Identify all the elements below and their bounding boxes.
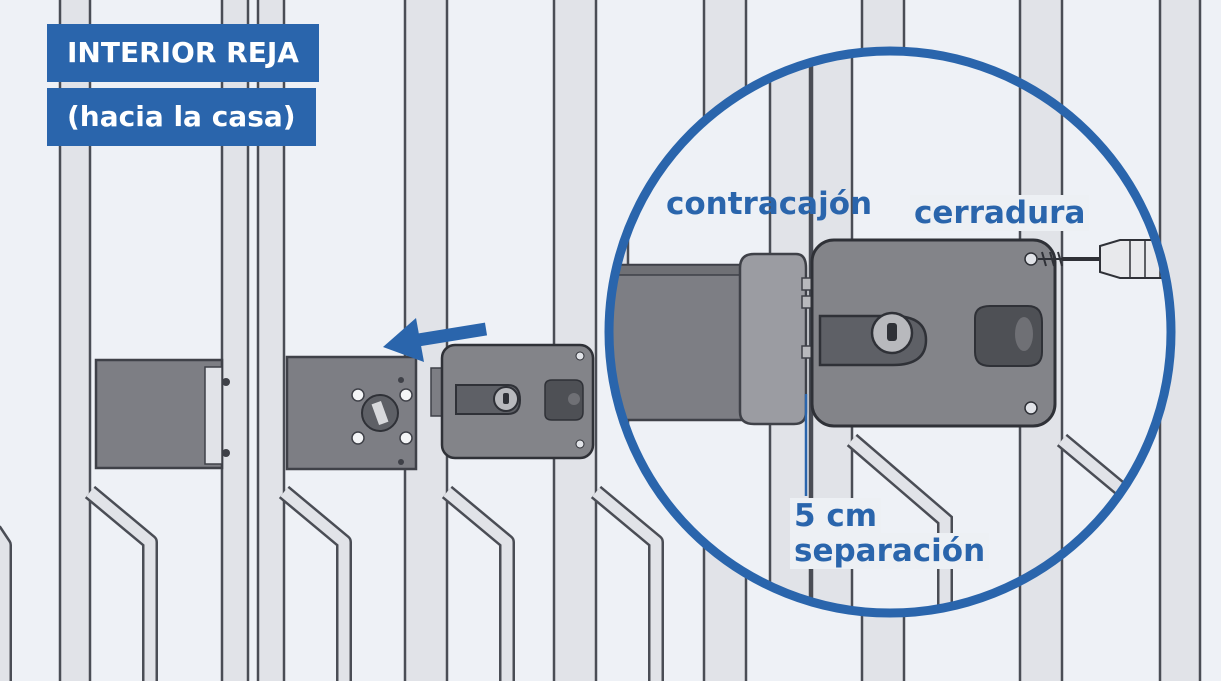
header-line-2: (hacia la casa) [47,88,316,146]
gap-value-label: 5 cm [790,498,882,534]
mounting-holes [351,388,413,445]
header-line-1: INTERIOR REJA [47,24,319,82]
gap-description-label: separación [790,533,990,569]
zoom-ring [604,46,1176,618]
lock-label: cerradura [910,195,1090,231]
screw-icon [1024,251,1063,267]
zoom-detail [604,46,1176,618]
lock-mounting-plate [285,355,418,471]
gate-decorative-bends [0,485,664,681]
electric-lock-zoom [810,238,1057,428]
arrow-left-icon [383,318,488,362]
counter-box-zoom [609,252,808,426]
gate-receiver-plate [94,358,230,470]
counter-box-label: contracajón [666,186,873,222]
electric-lock-small [430,343,595,460]
